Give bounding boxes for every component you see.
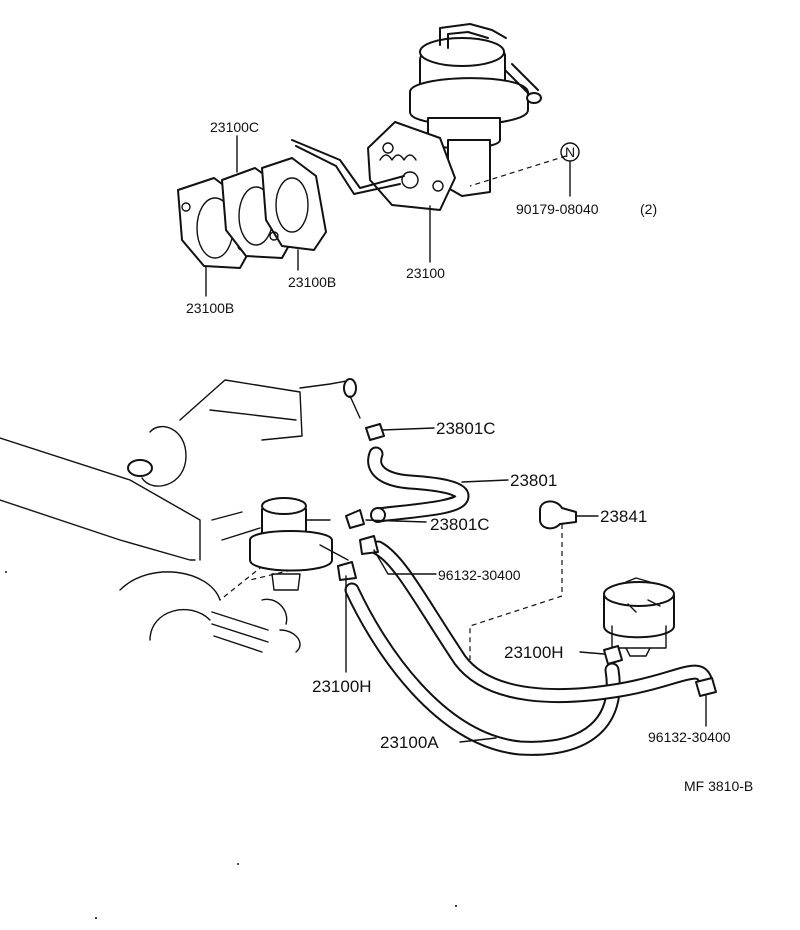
label-gasket-23100b-right: 23100B <box>288 274 336 290</box>
label-hose-23100a: 23100A <box>380 733 439 752</box>
fuel-filter <box>603 577 675 657</box>
label-clip-23841: 23841 <box>600 507 647 526</box>
clamp-h-left <box>337 561 357 581</box>
clamp-mid <box>345 509 365 529</box>
label-clamp-23801c-mid: 23801C <box>430 515 490 534</box>
label-clamp-96132-right: 96132-30400 <box>648 729 731 745</box>
label-gasket-23100b-left: 23100B <box>186 300 234 316</box>
label-clamp-23801c-upper: 23801C <box>436 419 496 438</box>
upper-hose-23801 <box>367 446 470 523</box>
gasket-stack <box>177 157 327 269</box>
label-gasket-23100c: 23100C <box>210 119 259 135</box>
n-marker-circle <box>560 142 580 162</box>
clamps <box>337 423 717 697</box>
label-bolt-part: 90179-08040 <box>516 201 599 217</box>
label-bolt-qty: (2) <box>640 201 657 217</box>
engine-block-outline <box>0 378 361 653</box>
fuel-pump-top <box>291 23 542 211</box>
bolt-callout: N <box>469 142 580 197</box>
label-clamp-23100h-left: 23100H <box>312 677 372 696</box>
clamp-upper <box>365 423 385 441</box>
clamp-h-right <box>603 645 623 665</box>
diagram-code: MF 3810-B <box>684 778 753 794</box>
clamp-small-b <box>695 677 717 697</box>
n-marker-text: N <box>565 144 575 160</box>
label-pump-23100: 23100 <box>406 265 445 281</box>
label-hose-23801: 23801 <box>510 471 557 490</box>
lower-fuel-pump <box>249 497 349 591</box>
clamp-small-a <box>359 535 379 555</box>
label-clamp-96132-left: 96132-30400 <box>438 567 521 583</box>
main-hose-23100A <box>344 540 714 756</box>
label-clamp-23100h-right: 23100H <box>504 643 564 662</box>
clip-23841 <box>539 500 577 530</box>
